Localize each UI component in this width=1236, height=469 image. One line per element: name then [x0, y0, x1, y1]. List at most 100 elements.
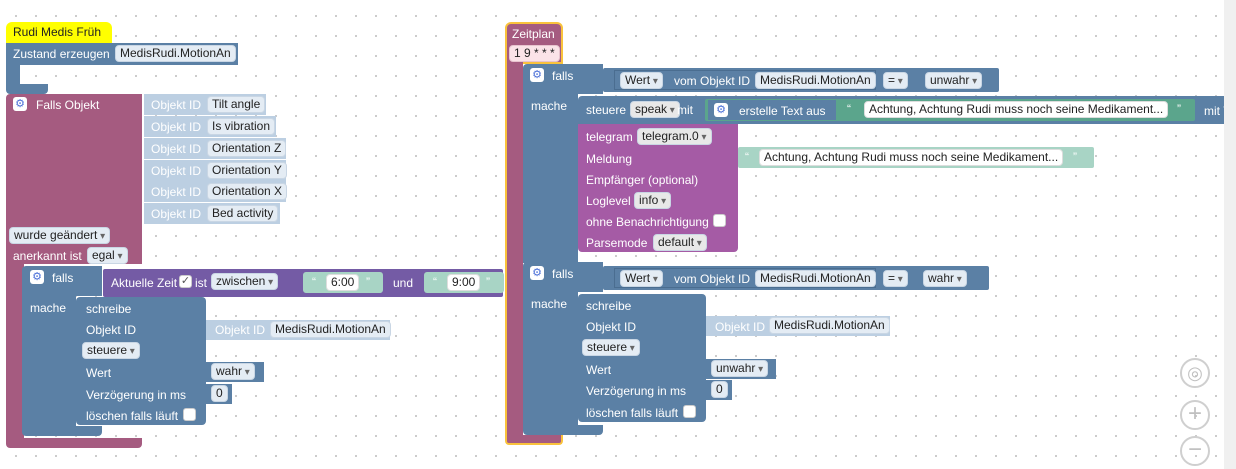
object-id-field[interactable]: MedisRudi.MotionAn	[769, 317, 890, 334]
create-state-label: Zustand erzeugen	[13, 47, 110, 61]
do-label: mache	[531, 297, 568, 311]
no-notify-checkbox[interactable]	[713, 214, 726, 227]
operator-dropdown[interactable]: =	[883, 270, 908, 287]
clear-label: löschen falls läuft	[586, 406, 679, 420]
clear-label: löschen falls läuft	[86, 409, 179, 423]
ack-dropdown[interactable]: egal	[87, 247, 128, 264]
quote-close-icon: ”	[366, 275, 370, 289]
delay-field[interactable]: 0	[711, 381, 728, 398]
between-dropdown[interactable]: zwischen	[211, 273, 279, 290]
object-id-label: Objekt ID	[151, 98, 202, 112]
mode-dropdown[interactable]: steuere	[82, 342, 140, 359]
do-label: mache	[30, 301, 67, 315]
quote-close-icon: ”	[1073, 150, 1077, 164]
write-label: schreibe	[586, 299, 632, 313]
object-id-field[interactable]: Orientation Y	[207, 162, 287, 179]
value-dropdown[interactable]: unwahr	[711, 360, 769, 377]
time-from-field[interactable]: 6:00	[326, 274, 360, 291]
compare-dropdown[interactable]: wahr	[923, 270, 967, 287]
script-title: Rudi Medis Früh	[13, 25, 102, 39]
value-label: Wert	[86, 366, 112, 380]
parsemode-dropdown[interactable]: default	[653, 234, 707, 251]
center-icon[interactable]: ◎	[1180, 358, 1210, 388]
trigger-bottom	[6, 438, 142, 448]
gear-icon[interactable]: ⚙	[30, 270, 44, 284]
quote-open-icon: “	[745, 150, 749, 164]
object-id-field[interactable]: MedisRudi.MotionAn	[755, 72, 876, 89]
delay-field[interactable]: 0	[211, 385, 228, 402]
object-id-label: Objekt ID	[586, 320, 637, 334]
clear-checkbox[interactable]	[183, 408, 196, 421]
changed-dropdown[interactable]: wurde geändert	[9, 227, 111, 244]
trigger-label: Falls Objekt	[36, 98, 100, 112]
zoom-out-icon[interactable]: −	[1180, 436, 1210, 466]
no-notify-label: ohne Benachrichtigung	[586, 215, 709, 229]
speak-dropdown[interactable]: speak	[630, 101, 680, 118]
schedule-title: Zeitplan	[512, 27, 555, 41]
object-id-label: Objekt ID	[715, 320, 766, 334]
do-label: mache	[531, 99, 568, 113]
ack-label: anerkannt ist	[13, 249, 82, 263]
cron-field[interactable]: 1 9 * * *	[509, 45, 560, 62]
write-block[interactable]	[578, 294, 706, 422]
object-id-label: Objekt ID	[151, 120, 202, 134]
gear-icon[interactable]: ⚙	[530, 68, 544, 82]
of-object-label: vom Objekt ID	[674, 74, 751, 88]
time-to-field[interactable]: 9:00	[447, 274, 481, 291]
gear-icon[interactable]: ⚙	[714, 103, 728, 117]
object-id-field[interactable]: MedisRudi.MotionAn	[270, 321, 391, 338]
value-label: Wert	[586, 363, 612, 377]
value-dropdown[interactable]: wahr	[211, 363, 255, 380]
create-text-block[interactable]	[708, 100, 836, 120]
with-label: mit	[677, 103, 693, 117]
text-field[interactable]: Achtung, Achtung Rudi muss noch seine Me…	[864, 101, 1169, 118]
recipient-label: Empfänger (optional)	[586, 173, 699, 187]
quote-close-icon: ”	[1177, 102, 1181, 116]
clear-checkbox[interactable]	[683, 405, 696, 418]
loglevel-dropdown[interactable]: info	[634, 192, 672, 209]
control-label: steuere	[586, 103, 627, 117]
value-dropdown[interactable]: Wert	[620, 270, 663, 287]
time-checkbox[interactable]: ✓	[179, 275, 192, 288]
of-object-label: vom Objekt ID	[674, 272, 751, 286]
object-id-field[interactable]: Is vibration	[207, 118, 276, 135]
create-state-field[interactable]: MedisRudi.MotionAn	[115, 45, 236, 62]
operator-dropdown[interactable]: =	[883, 72, 908, 89]
telegram-dropdown[interactable]: telegram.0	[637, 128, 712, 145]
message-field[interactable]: Achtung, Achtung Rudi muss noch seine Me…	[759, 149, 1064, 166]
write-block[interactable]	[76, 297, 206, 425]
compare-dropdown[interactable]: unwahr	[925, 72, 983, 89]
zoom-in-icon[interactable]: +	[1180, 400, 1210, 430]
value-dropdown[interactable]: Wert	[620, 72, 663, 89]
if-label: falls	[52, 271, 74, 285]
create-state-notch	[6, 64, 20, 86]
if-block-bottom	[523, 425, 603, 435]
quote-close-icon: ”	[486, 275, 490, 289]
object-id-label: Objekt ID	[86, 323, 137, 337]
script-title-block[interactable]	[6, 22, 112, 44]
if-block-left	[523, 93, 578, 263]
if-label: falls	[552, 69, 574, 83]
parsemode-label: Parsemode	[586, 236, 648, 250]
telegram-block[interactable]	[578, 124, 738, 252]
object-id-field[interactable]: Bed activity	[207, 205, 279, 222]
object-id-label: Objekt ID	[151, 164, 202, 178]
create-state-bottom	[6, 84, 48, 94]
gear-icon[interactable]: ⚙	[13, 97, 27, 111]
vertical-scrollbar[interactable]	[1224, 0, 1236, 469]
object-id-field[interactable]: Tilt angle	[207, 96, 266, 113]
mode-dropdown[interactable]: steuere	[582, 339, 640, 356]
object-id-field[interactable]: Orientation X	[207, 183, 288, 200]
if-label: falls	[552, 267, 574, 281]
message-label: Meldung	[586, 152, 633, 166]
object-id-field[interactable]: Orientation Z	[207, 140, 287, 157]
create-text-label: erstelle Text aus	[739, 104, 826, 118]
write-label: schreibe	[86, 302, 132, 316]
quote-open-icon: “	[847, 102, 851, 116]
object-id-field[interactable]: MedisRudi.MotionAn	[755, 270, 876, 287]
if-block-left	[22, 295, 76, 429]
trigger-left-bar	[6, 262, 24, 442]
object-id-label: Objekt ID	[151, 207, 202, 221]
is-label: ist	[195, 276, 207, 290]
gear-icon[interactable]: ⚙	[530, 266, 544, 280]
